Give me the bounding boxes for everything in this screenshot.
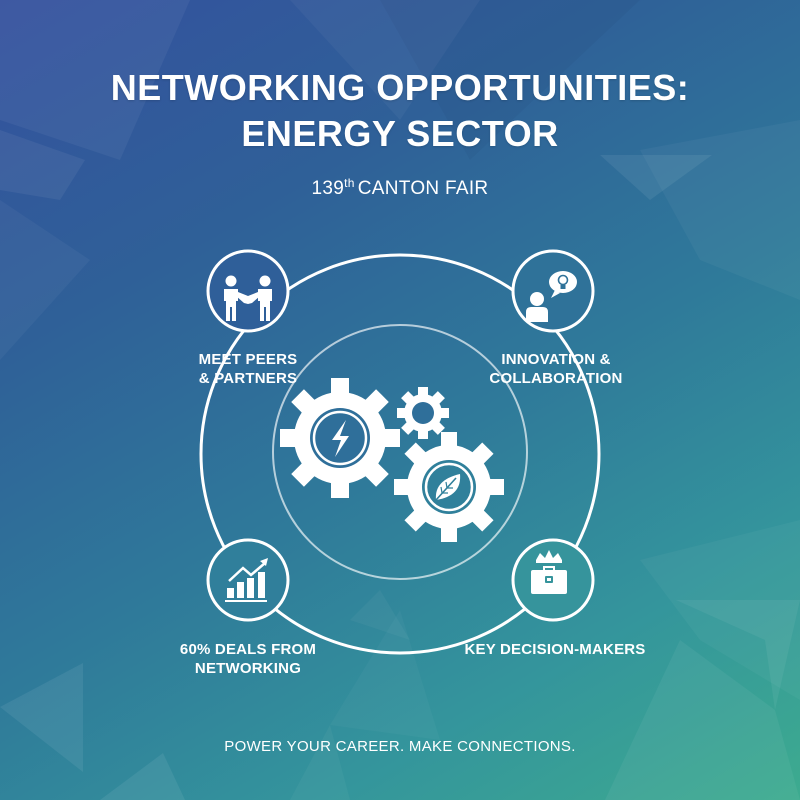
node-innovation bbox=[513, 251, 593, 331]
outer-ring bbox=[199, 253, 601, 655]
event-name: CANTON FAIR bbox=[357, 178, 489, 199]
handshake-people-icon bbox=[224, 275, 272, 321]
crown-briefcase-icon bbox=[531, 550, 567, 594]
page-title-line1: NETWORKING OPPORTUNITIES: bbox=[110, 67, 690, 108]
label-line: 60% DEALS FROM bbox=[179, 641, 317, 658]
growth-bar-chart-icon bbox=[225, 558, 268, 602]
edition-number: 139 bbox=[311, 178, 345, 199]
node-meet-peers bbox=[208, 251, 288, 331]
label-line: & PARTNERS bbox=[198, 370, 298, 387]
label-line: NETWORKING bbox=[194, 660, 302, 677]
label-line: COLLABORATION bbox=[489, 370, 623, 387]
label-line: INNOVATION & bbox=[501, 351, 611, 368]
person-lightbulb-speech-icon bbox=[526, 271, 577, 322]
node-deals bbox=[208, 540, 288, 620]
node-decision-makers bbox=[513, 540, 593, 620]
small-gear-icon bbox=[397, 387, 449, 439]
gear-lightning-icon bbox=[280, 378, 400, 498]
label-innovation: INNOVATION & COLLABORATION bbox=[476, 350, 636, 388]
gear-leaf-icon bbox=[394, 432, 504, 542]
ordinal-suffix: th bbox=[344, 176, 355, 190]
label-decision-makers: KEY DECISION-MAKERS bbox=[455, 640, 655, 659]
label-deals: 60% DEALS FROM NETWORKING bbox=[158, 640, 338, 678]
page-title-line2: ENERGY SECTOR bbox=[241, 113, 559, 154]
footer-tagline: POWER YOUR CAREER. MAKE CONNECTIONS. bbox=[224, 738, 576, 755]
inner-ring bbox=[272, 324, 528, 580]
label-line: MEET PEERS bbox=[198, 351, 298, 368]
label-meet-peers: MEET PEERS & PARTNERS bbox=[168, 350, 328, 388]
label-line: KEY DECISION-MAKERS bbox=[464, 641, 646, 658]
